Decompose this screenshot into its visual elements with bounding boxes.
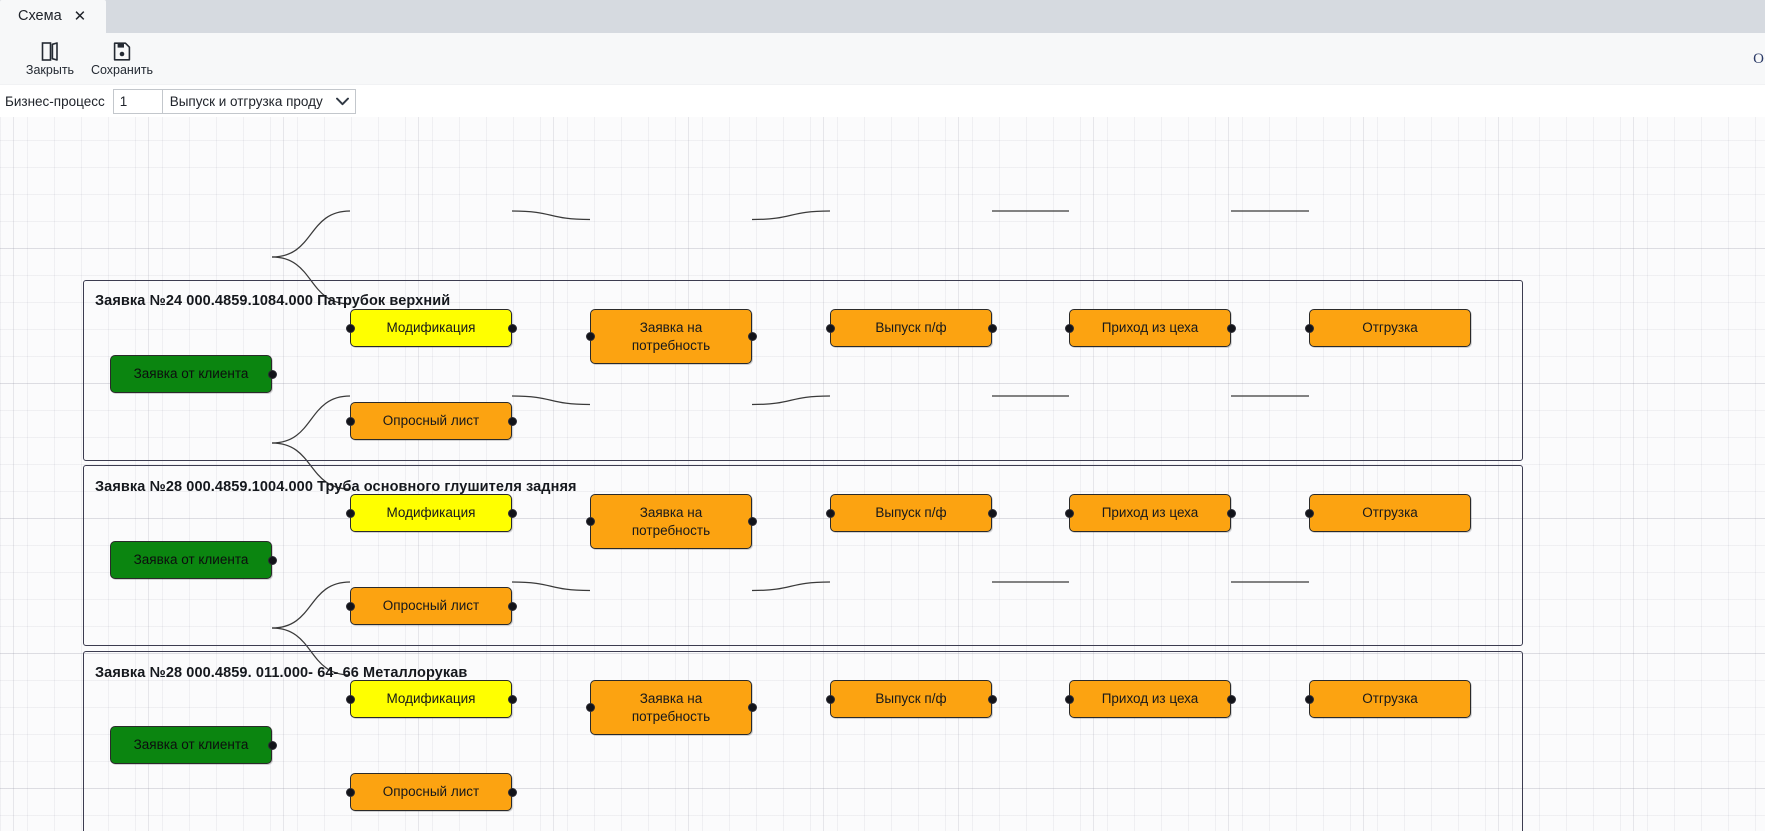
- port-in-modifikaciya[interactable]: [345, 508, 355, 518]
- close-button-label: Закрыть: [25, 63, 75, 78]
- port-in-otgruzka[interactable]: [1304, 508, 1314, 518]
- business-process-row: Бизнес-процесс 1 Выпуск и отгрузка проду: [0, 85, 1765, 117]
- node-vypusk-pf[interactable]: Выпуск п/ф: [830, 309, 992, 347]
- port-in-prihod[interactable]: [1064, 323, 1074, 333]
- edge-klient-opros: [271, 442, 351, 490]
- edge-klient-modifikaciya: [271, 210, 351, 258]
- tab-label: Схема: [18, 8, 62, 25]
- port-in-potrebnost[interactable]: [585, 703, 595, 712]
- port-in-otgruzka[interactable]: [1304, 694, 1314, 704]
- save-floppy-icon: [112, 40, 132, 62]
- port-out-opros[interactable]: [507, 601, 517, 611]
- port-out-modifikaciya[interactable]: [507, 323, 517, 333]
- node-zayavka-ot-klienta[interactable]: Заявка от клиента: [110, 541, 272, 579]
- port-out-prihod[interactable]: [1226, 323, 1236, 333]
- node-prihod-iz-ceha[interactable]: Приход из цеха: [1069, 494, 1231, 532]
- tab-shema[interactable]: Схема ✕: [0, 0, 106, 33]
- node-oprosnyj-list[interactable]: Опросный лист: [350, 402, 512, 440]
- node-zayavka-ot-klienta[interactable]: Заявка от клиента: [110, 726, 272, 764]
- port-out-prihod[interactable]: [1226, 508, 1236, 518]
- tab-strip: Схема ✕: [0, 0, 1765, 33]
- toolbar: Закрыть Сохранить О: [0, 33, 1765, 85]
- edge-klient-modifikaciya: [271, 581, 351, 629]
- port-out-klient[interactable]: [267, 369, 277, 379]
- port-out-potrebnost[interactable]: [747, 703, 757, 712]
- port-in-opros[interactable]: [345, 601, 355, 611]
- node-oprosnyj-list[interactable]: Опросный лист: [350, 587, 512, 625]
- port-in-potrebnost[interactable]: [585, 517, 595, 526]
- port-out-klient[interactable]: [267, 740, 277, 750]
- port-in-prihod[interactable]: [1064, 508, 1074, 518]
- process-group-title: Заявка №24 000.4859.1084.000 Патрубок ве…: [95, 293, 451, 309]
- edge-potrebnost-vypusk: [751, 395, 831, 406]
- business-process-select[interactable]: Выпуск и отгрузка проду: [161, 88, 356, 114]
- node-vypusk-pf[interactable]: Выпуск п/ф: [830, 494, 992, 532]
- node-vypusk-pf[interactable]: Выпуск п/ф: [830, 680, 992, 718]
- toolbar-edge-marker: О: [1753, 51, 1764, 67]
- close-icon[interactable]: ✕: [73, 8, 87, 25]
- port-in-potrebnost[interactable]: [585, 332, 595, 341]
- edge-klient-modifikaciya: [271, 395, 351, 444]
- node-modifikaciya[interactable]: Модификация: [350, 309, 512, 347]
- close-button[interactable]: Закрыть: [14, 40, 86, 77]
- node-otgruzka[interactable]: Отгрузка: [1309, 680, 1471, 718]
- port-out-potrebnost[interactable]: [747, 332, 757, 341]
- node-otgruzka[interactable]: Отгрузка: [1309, 309, 1471, 347]
- port-in-modifikaciya[interactable]: [345, 694, 355, 704]
- diagram-canvas[interactable]: Заявка №24 000.4859.1084.000 Патрубок ве…: [0, 117, 1765, 831]
- port-out-klient[interactable]: [267, 555, 277, 565]
- port-in-prihod[interactable]: [1064, 694, 1074, 704]
- node-oprosnyj-list[interactable]: Опросный лист: [350, 773, 512, 811]
- edge-modifikaciya-potrebnost: [511, 395, 591, 406]
- port-out-potrebnost[interactable]: [747, 517, 757, 526]
- process-group-3[interactable]: [83, 651, 1523, 831]
- business-process-number-input[interactable]: 1: [112, 88, 162, 114]
- port-in-vypusk[interactable]: [825, 694, 835, 704]
- process-group-title: Заявка №28 000.4859.1004.000 Труба основ…: [95, 479, 577, 495]
- port-in-vypusk[interactable]: [825, 508, 835, 518]
- node-zayavka-ot-klienta[interactable]: Заявка от клиента: [110, 355, 272, 393]
- port-in-otgruzka[interactable]: [1304, 323, 1314, 333]
- node-otgruzka[interactable]: Отгрузка: [1309, 494, 1471, 532]
- port-out-modifikaciya[interactable]: [507, 694, 517, 704]
- port-out-prihod[interactable]: [1226, 694, 1236, 704]
- port-in-vypusk[interactable]: [825, 323, 835, 333]
- save-button[interactable]: Сохранить: [86, 40, 158, 77]
- business-process-label: Бизнес-процесс: [5, 93, 105, 109]
- process-group-2[interactable]: [83, 465, 1523, 646]
- edge-modifikaciya-potrebnost: [511, 210, 591, 221]
- port-out-vypusk[interactable]: [987, 323, 997, 333]
- save-button-label: Сохранить: [90, 63, 154, 78]
- edge-modifikaciya-potrebnost: [511, 581, 591, 592]
- edge-potrebnost-vypusk: [751, 581, 831, 592]
- port-out-opros[interactable]: [507, 787, 517, 797]
- process-group-title: Заявка №28 000.4859. 011.000- 64- 66 Мет…: [95, 665, 468, 681]
- port-in-opros[interactable]: [345, 787, 355, 797]
- close-document-icon: [40, 40, 60, 62]
- port-in-modifikaciya[interactable]: [345, 323, 355, 333]
- node-prihod-iz-ceha[interactable]: Приход из цеха: [1069, 309, 1231, 347]
- port-out-opros[interactable]: [507, 416, 517, 426]
- chevron-down-icon[interactable]: [335, 90, 349, 113]
- node-prihod-iz-ceha[interactable]: Приход из цеха: [1069, 680, 1231, 718]
- process-group-1[interactable]: [83, 280, 1523, 461]
- port-in-opros[interactable]: [345, 416, 355, 426]
- port-out-vypusk[interactable]: [987, 694, 997, 704]
- node-modifikaciya[interactable]: Модификация: [350, 494, 512, 532]
- node-modifikaciya[interactable]: Модификация: [350, 680, 512, 718]
- business-process-select-value: Выпуск и отгрузка проду: [169, 93, 323, 109]
- port-out-vypusk[interactable]: [987, 508, 997, 518]
- port-out-modifikaciya[interactable]: [507, 508, 517, 518]
- edge-potrebnost-vypusk: [751, 210, 831, 221]
